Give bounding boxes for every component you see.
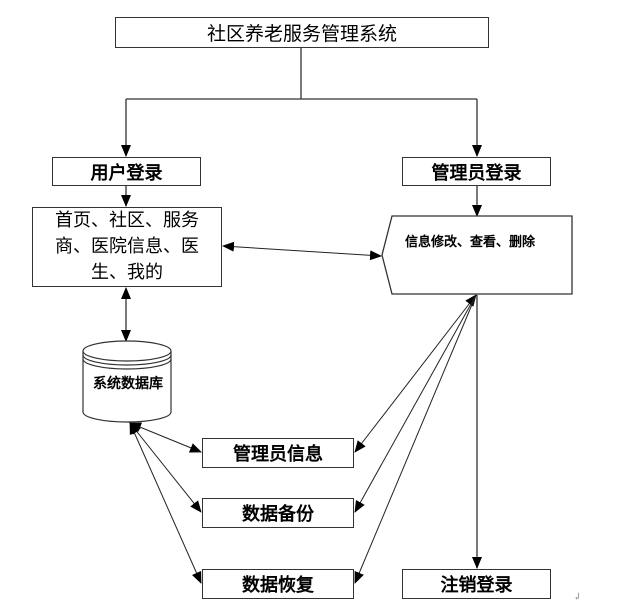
edge-pages-admin-ops	[222, 241, 382, 261]
user-login-box: 用户登录	[52, 157, 201, 186]
system-title-box: 社区养老服务管理系统	[115, 17, 489, 48]
data-backup-box: 数据备份	[202, 498, 354, 528]
data-restore-label: 数据恢复	[242, 575, 314, 596]
user-pages-box: 首页、社区、服务商、医院信息、医生、我的	[32, 207, 222, 287]
data-backup-label: 数据备份	[242, 504, 314, 525]
database-cylinder	[82, 340, 172, 423]
admin-operations-label: 信息修改、查看、删除	[405, 235, 536, 250]
data-restore-box: 数据恢复	[202, 569, 354, 599]
admin-info-label: 管理员信息	[233, 444, 323, 465]
logout-label: 注销登录	[440, 575, 513, 596]
edge-ops-admin-info	[354, 294, 477, 453]
user-pages-label: 首页、社区、服务商、医院信息、医生、我的	[55, 210, 199, 283]
admin-info-box: 管理员信息	[202, 438, 354, 468]
logout-box: 注销登录	[402, 569, 551, 599]
edge-title-split	[126, 48, 477, 100]
database-label: 系统数据库	[93, 376, 163, 392]
admin-login-box: 管理员登录	[402, 157, 551, 186]
edge-db-data-backup	[129, 422, 202, 513]
admin-login-label: 管理员登录	[431, 162, 522, 184]
admin-operations-shape	[381, 215, 573, 295]
edge-ops-data-restore	[354, 294, 477, 584]
edge-db-data-restore	[129, 422, 202, 584]
paragraph-mark-icon: ↲	[573, 592, 582, 603]
system-title: 社区养老服务管理系统	[206, 23, 397, 45]
edge-ops-data-backup	[354, 294, 477, 513]
user-login-label: 用户登录	[90, 162, 163, 184]
